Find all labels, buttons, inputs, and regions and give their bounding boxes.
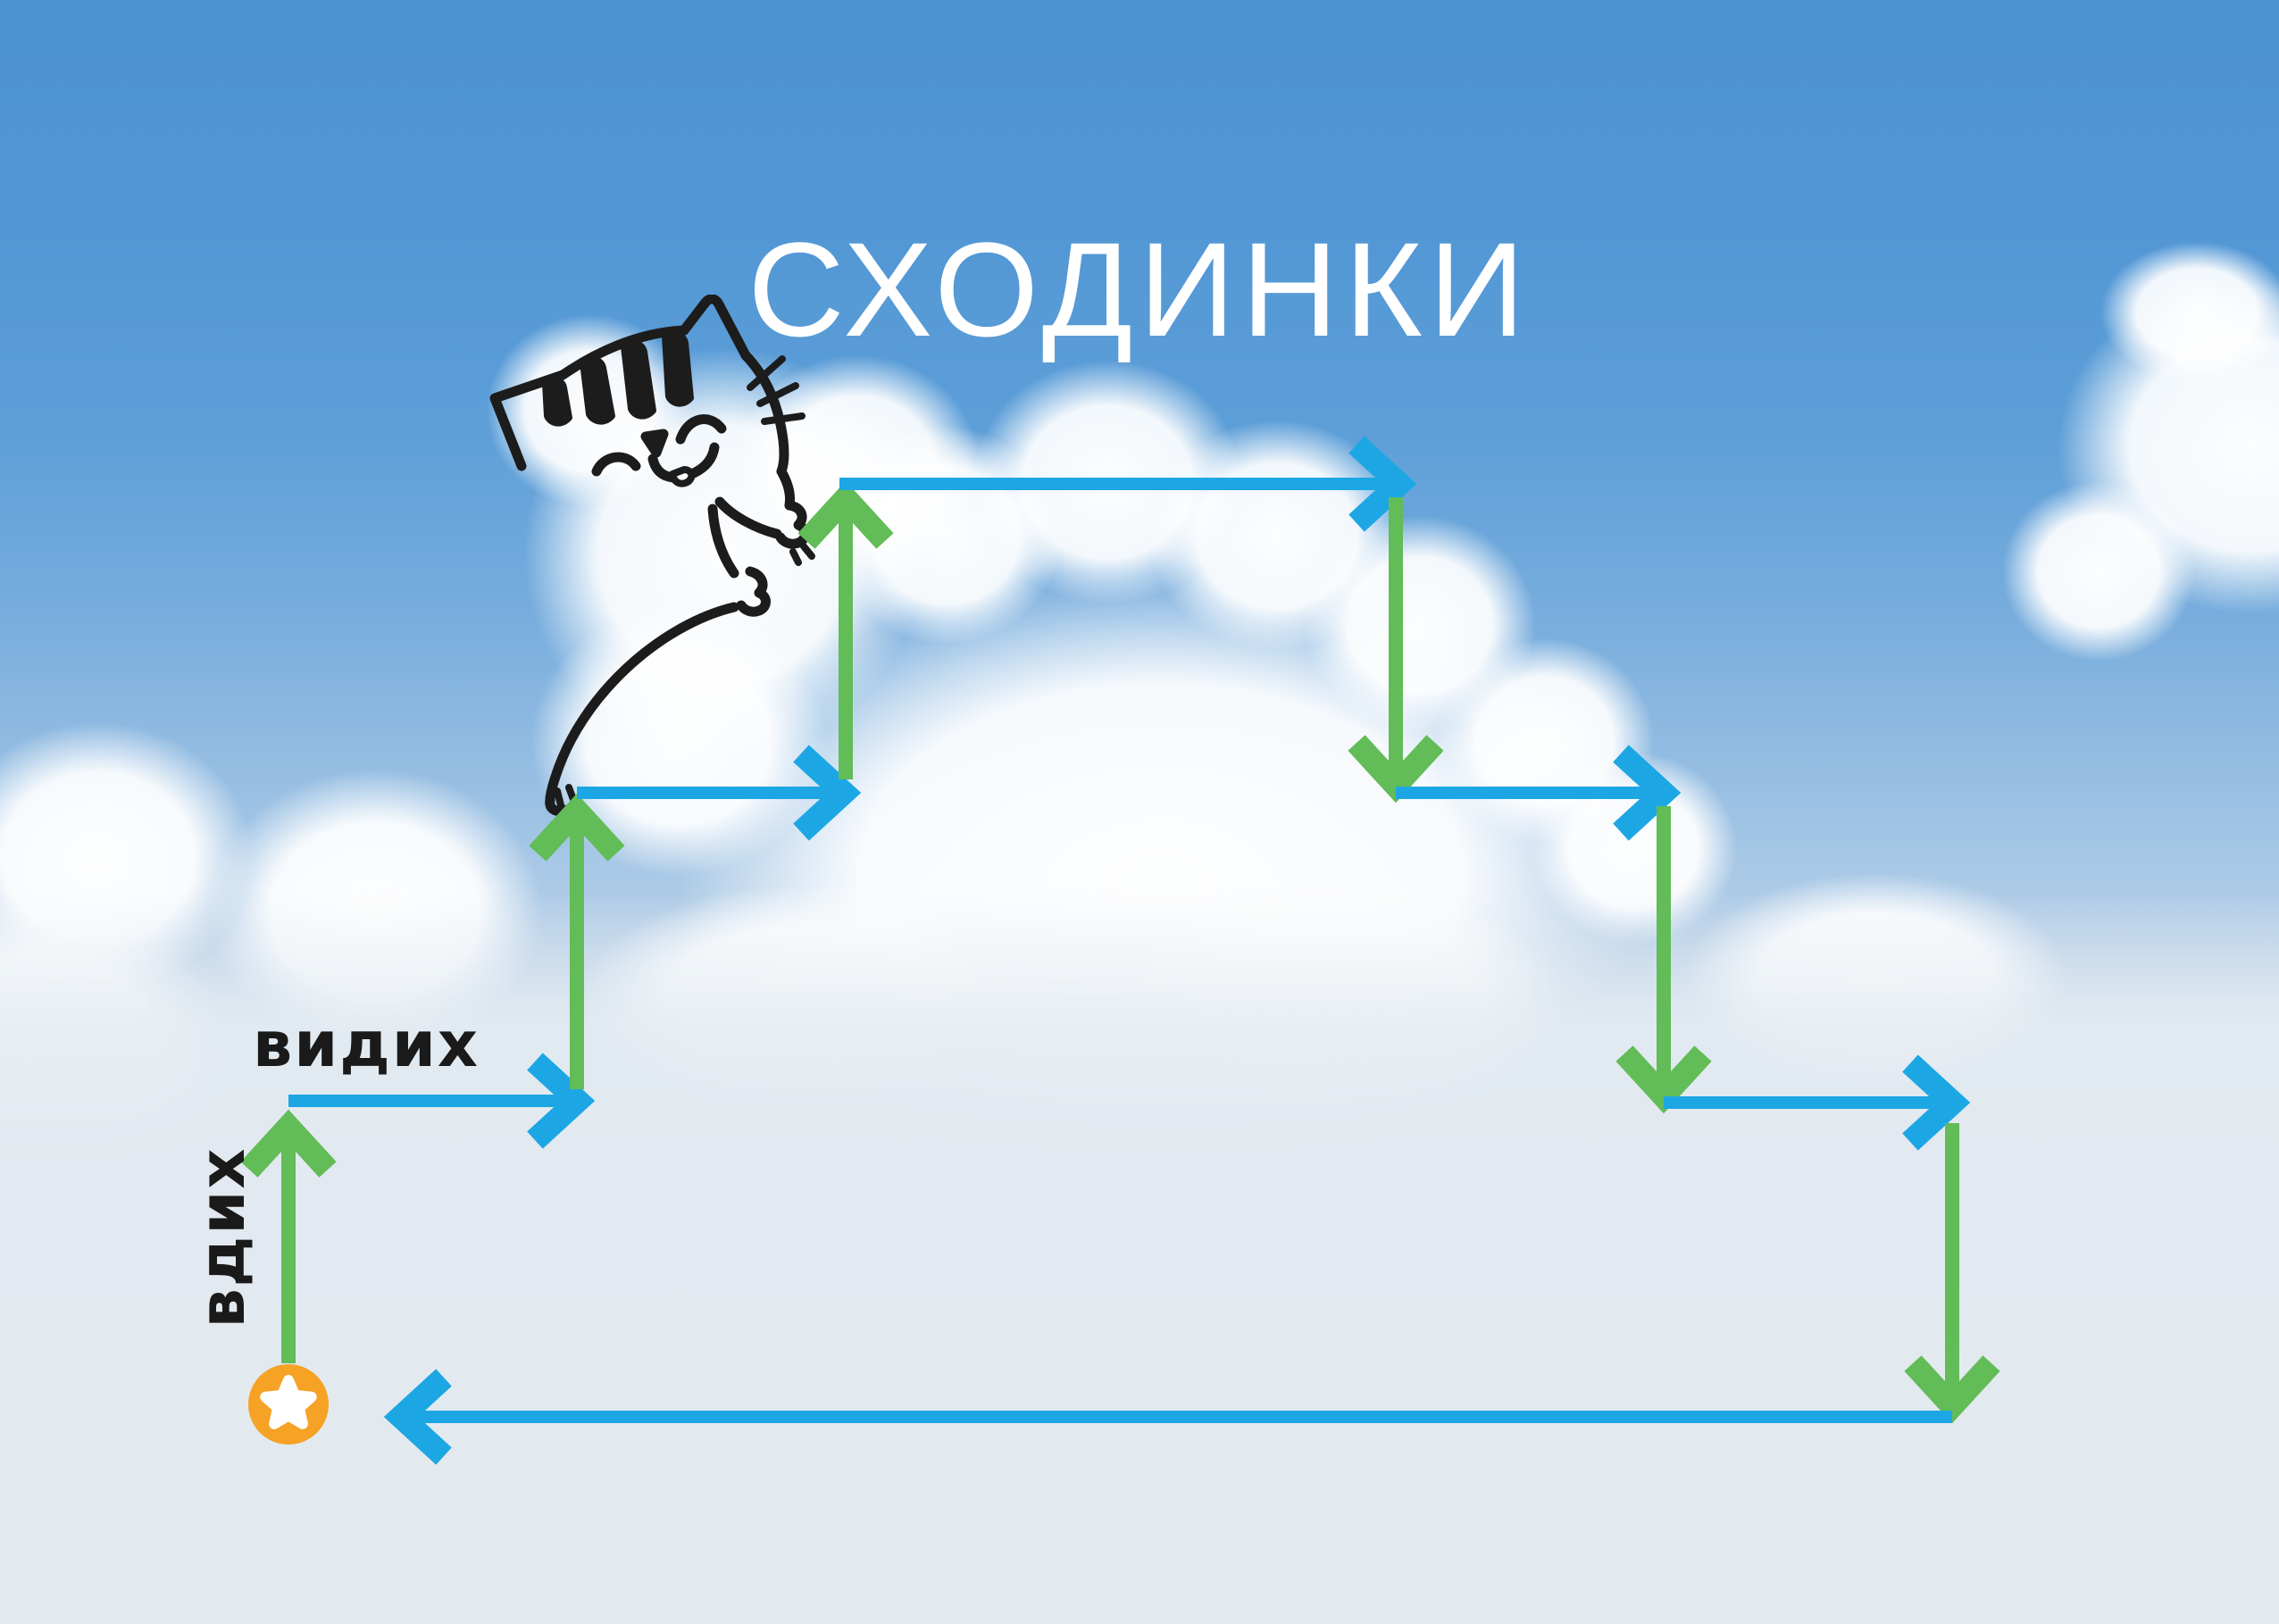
- inhale-arrowhead-down-icon: [1904, 1355, 2000, 1424]
- page-title: СХОДИНКИ: [747, 214, 1532, 364]
- inhale-arrowhead-up-icon: [797, 480, 894, 549]
- inhale-arrowhead-up-icon: [240, 1109, 337, 1178]
- exhale-arrowhead-left-icon: [383, 1369, 452, 1465]
- inhale-label: вдих: [186, 1146, 259, 1328]
- exhale-label: видих: [252, 1008, 480, 1081]
- exhale-arrowhead-right-icon: [793, 745, 862, 841]
- star-icon: [260, 1375, 317, 1429]
- exhale-arrowhead-right-icon: [1348, 436, 1417, 532]
- exhale-arrowhead-right-icon: [1902, 1054, 1971, 1151]
- exhale-arrowhead-right-icon: [527, 1053, 596, 1149]
- exhale-arrowhead-right-icon: [1613, 745, 1682, 841]
- inhale-arrowhead-down-icon: [1348, 735, 1444, 804]
- cat-on-cloud-doodle-icon: [489, 295, 815, 816]
- inhale-arrowhead-up-icon: [529, 793, 625, 862]
